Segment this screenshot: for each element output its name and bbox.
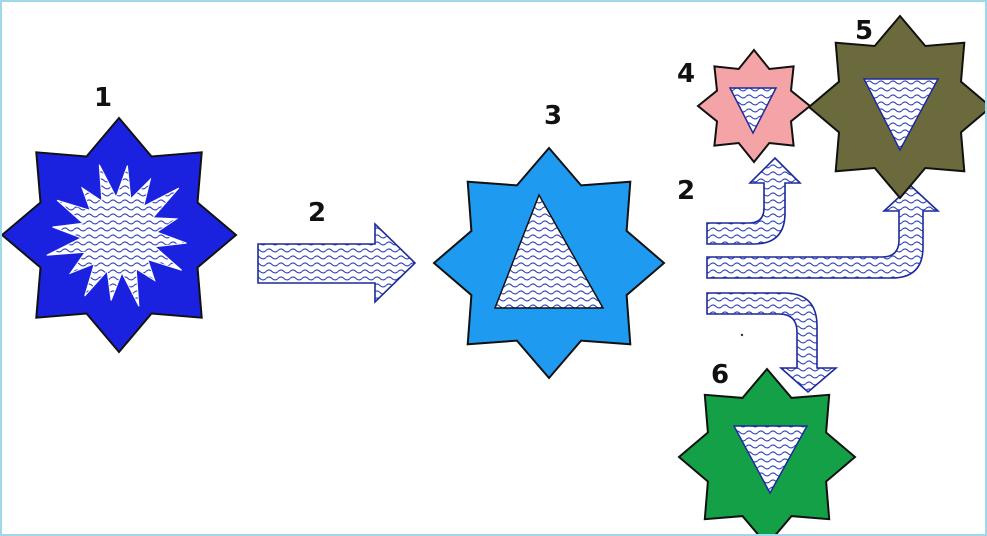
node-6-triangle: [732, 425, 809, 495]
node-6: 6: [677, 360, 857, 534]
arrow-2-branch-label: 2: [677, 176, 695, 206]
node-1-label: 1: [94, 83, 112, 113]
node-4: 4: [677, 48, 812, 164]
arrow-2-straight: 2: [257, 198, 417, 304]
node-5-label: 5: [855, 16, 873, 46]
stray-dot: [740, 333, 744, 337]
arrow-to-4: [706, 156, 802, 245]
arrow-2-branch: 2: [677, 156, 941, 394]
node-5: 5: [807, 14, 985, 200]
node-1-starburst: [46, 164, 187, 307]
node-3: 3: [432, 101, 666, 380]
node-3-triangle: [493, 193, 605, 309]
node-6-label: 6: [711, 360, 729, 390]
arrow-to-6: [706, 292, 839, 394]
node-4-triangle: [728, 87, 778, 135]
node-1: 1: [2, 83, 238, 354]
arrow-to-5: [706, 184, 941, 279]
node-3-label: 3: [544, 101, 562, 131]
node-5-triangle: [862, 78, 940, 152]
arrow-2-straight-shape: [257, 222, 417, 304]
node-4-label: 4: [677, 59, 695, 89]
arrow-2-straight-label: 2: [308, 198, 326, 228]
